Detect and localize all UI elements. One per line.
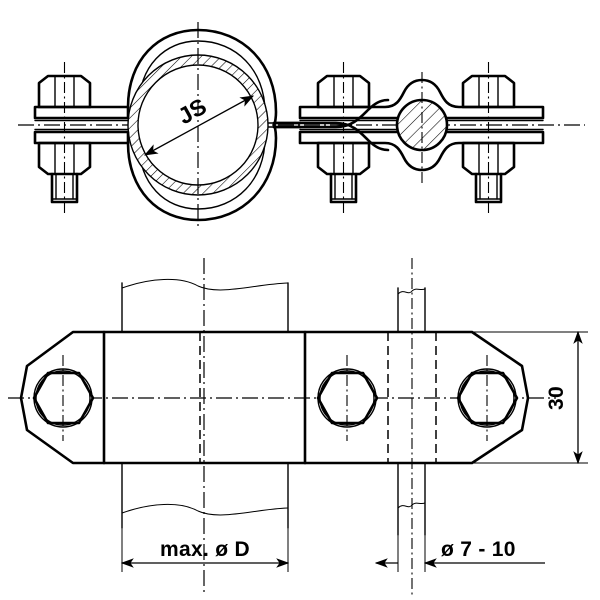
hole-diameter-dimension-label: ø 7 - 10 [441, 538, 516, 561]
dimension-hole: ø 7 - 10 [374, 463, 545, 572]
strap-mid [272, 121, 302, 129]
bottom-plan-view: 30 max. ø D ø 7 - 10 [8, 258, 588, 596]
max-pipe-diameter-dimension-label: max. ø D [160, 538, 250, 561]
rod-cross-section [395, 98, 449, 152]
band-width-dimension-label: 30 [545, 386, 568, 410]
pipe-section-ring [120, 47, 276, 203]
hex-nut-plan-middle [316, 355, 379, 441]
hex-nut-plan-left [32, 355, 95, 441]
hex-nut-lower-left [37, 141, 92, 176]
hex-nut-lower-right [461, 141, 516, 176]
hex-nut-upper-left [37, 74, 92, 109]
top-section-view: JS [18, 22, 585, 228]
left-bolt-assembly [33, 62, 130, 213]
hex-nut-plan-right [456, 355, 519, 441]
band-plate-lower-right [298, 130, 545, 172]
dimension-30: 30 [472, 330, 588, 465]
right-strap-assembly [272, 62, 545, 213]
threaded-rod-right [299, 119, 544, 131]
hex-nut-upper-right [461, 74, 516, 109]
dimension-max-d: max. ø D [120, 463, 290, 572]
threaded-rod-left [34, 119, 129, 131]
